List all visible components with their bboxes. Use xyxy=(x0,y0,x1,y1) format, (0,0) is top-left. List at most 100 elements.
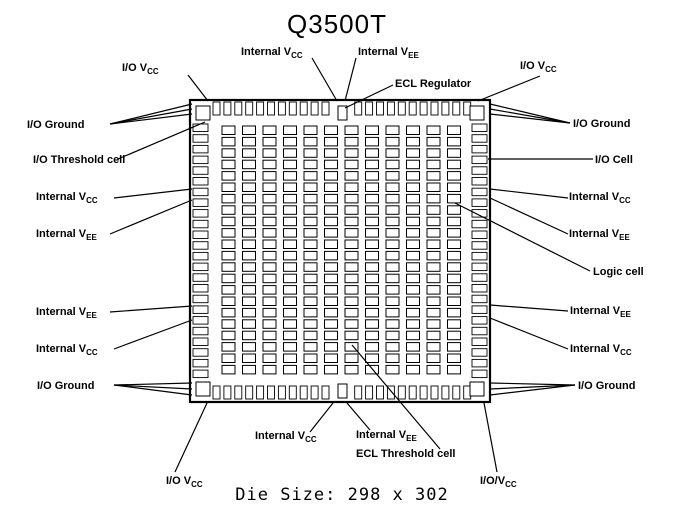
logic-cell xyxy=(262,296,277,306)
io-cell-left xyxy=(192,326,209,336)
logic-cell xyxy=(324,148,338,158)
logic-cell xyxy=(426,353,441,363)
logic-cell xyxy=(365,136,379,147)
io-cell-right xyxy=(471,316,488,325)
logic-cell xyxy=(324,296,338,306)
io-cell-left xyxy=(192,209,209,218)
io-cell-top xyxy=(321,101,330,116)
logic-cell xyxy=(283,125,297,135)
label-internal-vcc-bottom: Internal VCC xyxy=(255,430,317,444)
io-cell-left xyxy=(192,358,209,368)
io-cell-right xyxy=(471,241,488,250)
logic-cell xyxy=(262,330,277,341)
logic-cell xyxy=(426,262,441,272)
logic-cell xyxy=(447,216,461,227)
logic-cell xyxy=(406,250,420,261)
logic-cell xyxy=(283,216,297,227)
corner-pad-top-left xyxy=(195,105,211,121)
logic-cell xyxy=(242,330,256,341)
logic-cell xyxy=(324,262,338,272)
logic-cell xyxy=(344,159,359,170)
logic-cell xyxy=(242,171,256,181)
logic-cell xyxy=(385,125,400,135)
io-cell-bottom xyxy=(452,385,461,400)
io-cell-top xyxy=(354,101,363,116)
logic-cell xyxy=(221,364,236,375)
logic-cell xyxy=(447,148,461,158)
logic-cell xyxy=(447,319,461,329)
label-internal-vcc-right-lower: Internal VCC xyxy=(570,343,632,357)
logic-cell xyxy=(406,262,420,272)
logic-cell xyxy=(262,353,277,363)
logic-cell xyxy=(324,273,338,284)
logic-cell xyxy=(303,239,318,249)
io-cell-bottom xyxy=(256,385,265,400)
logic-cell xyxy=(344,364,359,375)
io-cell-left xyxy=(192,316,209,325)
io-cell-bottom xyxy=(223,385,232,400)
logic-cell xyxy=(283,193,297,204)
logic-cell xyxy=(303,148,318,158)
logic-cell xyxy=(406,364,420,375)
logic-cell xyxy=(324,125,338,135)
logic-cell xyxy=(447,342,461,352)
io-cell-bottom xyxy=(277,385,286,400)
logic-cell xyxy=(283,342,297,352)
logic-cell xyxy=(426,296,441,306)
logic-cell xyxy=(406,193,420,204)
logic-cell xyxy=(262,285,277,295)
logic-cell xyxy=(344,136,359,147)
logic-cell xyxy=(385,148,400,158)
logic-cell xyxy=(426,159,441,170)
logic-cell xyxy=(242,148,256,158)
logic-cell xyxy=(365,171,379,181)
logic-cell xyxy=(221,307,236,318)
ecl-regulator-pad xyxy=(337,105,348,121)
logic-cell xyxy=(262,239,277,249)
io-cell-right xyxy=(471,198,488,207)
logic-cell xyxy=(324,205,338,215)
logic-cell xyxy=(303,228,318,238)
io-cell-right xyxy=(471,284,488,293)
io-cell-right xyxy=(471,177,488,186)
logic-cell xyxy=(344,148,359,158)
logic-cell xyxy=(365,250,379,261)
io-cell-bottom xyxy=(386,385,395,400)
logic-cell xyxy=(385,285,400,295)
logic-cell xyxy=(242,364,256,375)
logic-cell xyxy=(365,193,379,204)
logic-cell xyxy=(242,296,256,306)
logic-cell xyxy=(221,285,236,295)
logic-cell xyxy=(324,136,338,147)
logic-cell xyxy=(324,216,338,227)
logic-cell xyxy=(447,193,461,204)
logic-cell xyxy=(283,239,297,249)
logic-cell xyxy=(242,262,256,272)
io-cell-left xyxy=(192,198,209,207)
io-cell-top xyxy=(277,101,286,116)
logic-cell xyxy=(221,273,236,284)
logic-cell xyxy=(426,307,441,318)
logic-cell xyxy=(447,228,461,238)
logic-cell xyxy=(221,136,236,147)
logic-cell xyxy=(262,125,277,135)
io-cell-right xyxy=(471,123,488,132)
io-cell-bottom xyxy=(408,385,417,400)
io-cell-left xyxy=(192,273,209,282)
logic-cell xyxy=(447,205,461,215)
logic-cell xyxy=(385,319,400,329)
logic-cell xyxy=(242,193,256,204)
logic-cell xyxy=(385,171,400,181)
logic-cell xyxy=(447,136,461,147)
diagram-title: Q3500T xyxy=(287,9,387,39)
logic-cell xyxy=(344,342,359,352)
label-logic-cell: Logic cell xyxy=(593,266,644,278)
logic-cell xyxy=(406,136,420,147)
logic-cell xyxy=(426,136,441,147)
logic-cell xyxy=(242,285,256,295)
logic-cell xyxy=(262,319,277,329)
io-cell-right xyxy=(471,273,488,282)
logic-cell xyxy=(426,250,441,261)
io-cell-right xyxy=(471,326,488,336)
logic-cell xyxy=(365,307,379,318)
